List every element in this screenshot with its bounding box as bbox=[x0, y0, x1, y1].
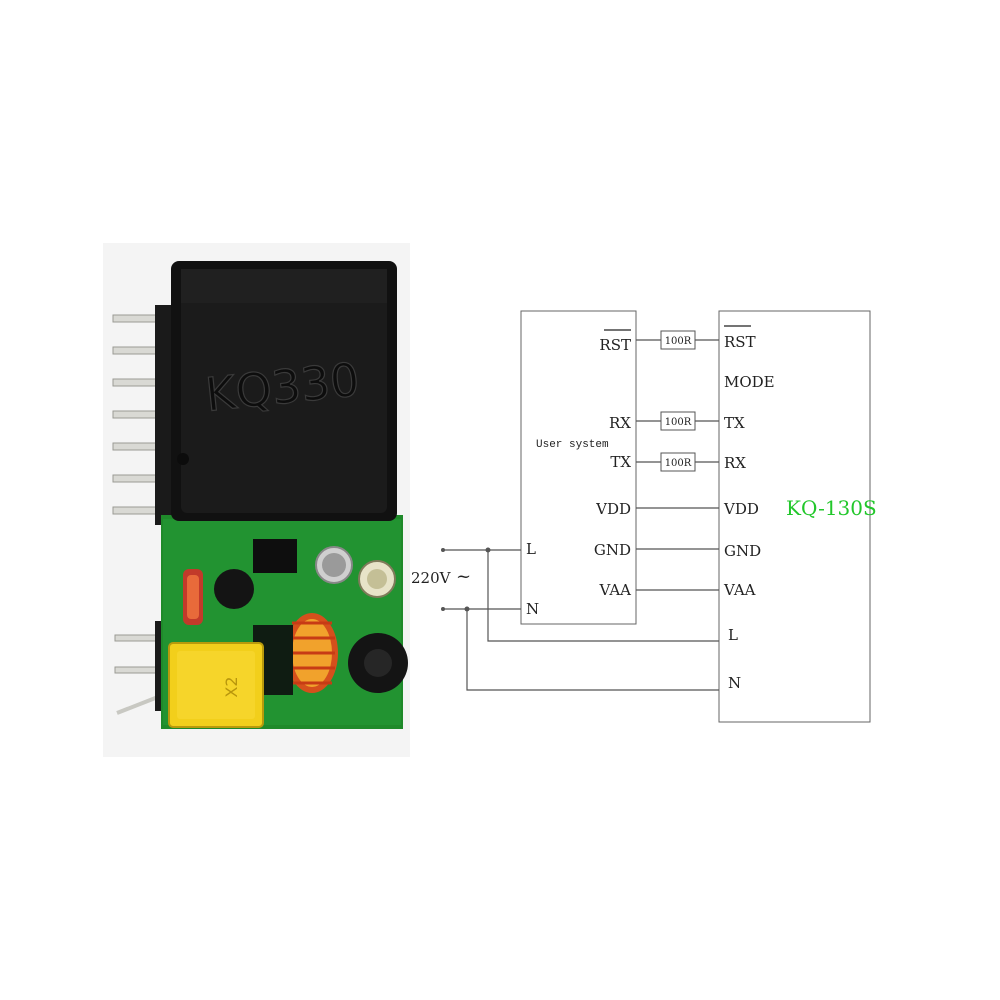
user-pin-l: L bbox=[526, 540, 536, 558]
user-pin-rst: RST bbox=[599, 336, 631, 354]
kq-130s-label: KQ-130S bbox=[786, 496, 877, 520]
module-pin-rx: RX bbox=[724, 454, 746, 472]
module-pin-l: L bbox=[728, 626, 738, 644]
mains-l-terminal bbox=[441, 548, 445, 552]
module-pin-tx: TX bbox=[724, 414, 745, 432]
x2-capacitor: X2 bbox=[168, 642, 264, 728]
mains-n-terminal bbox=[441, 607, 445, 611]
user-pin-vaa: VAA bbox=[599, 581, 632, 599]
capacitor-marking: X2 bbox=[222, 676, 241, 697]
mains-n-to-module bbox=[466, 609, 719, 691]
header-pins-top bbox=[112, 305, 175, 525]
module-pin-vdd: VDD bbox=[723, 500, 759, 518]
user-pin-tx: TX bbox=[610, 453, 631, 471]
user-system-label: User system bbox=[536, 439, 609, 451]
junction-n bbox=[464, 606, 470, 612]
module-pin-rst: RST bbox=[724, 333, 756, 351]
resistor-rst-value: 100R bbox=[665, 336, 692, 347]
user-pin-gnd: GND bbox=[594, 541, 631, 559]
resistor-rst: 100R bbox=[660, 330, 696, 350]
module-photo: KQ330 X2 bbox=[103, 243, 410, 757]
user-pin-vdd: VDD bbox=[595, 500, 631, 518]
module-pin-gnd: GND bbox=[724, 542, 761, 560]
module-pin-vaa: VAA bbox=[723, 581, 756, 599]
resistor-tx-value: 100R bbox=[665, 458, 692, 469]
user-system-box bbox=[520, 310, 637, 625]
user-pin-rx: RX bbox=[609, 414, 631, 432]
resistor-tx: 100R bbox=[660, 452, 696, 472]
supply-voltage: 220V bbox=[411, 569, 452, 587]
module-pin-n: N bbox=[728, 674, 741, 692]
user-pin-n: N bbox=[526, 600, 539, 618]
supply-ac-symbol: ~ bbox=[456, 566, 471, 587]
mains-l-to-module bbox=[487, 550, 719, 642]
resistor-rx-value: 100R bbox=[665, 417, 692, 428]
transformer-block: KQ330 bbox=[171, 261, 397, 521]
module-pin-mode: MODE bbox=[724, 373, 775, 391]
resistor-rx: 100R bbox=[660, 411, 696, 431]
pcb-components bbox=[183, 539, 408, 695]
kq-130s-box bbox=[718, 310, 871, 723]
junction-l bbox=[485, 547, 491, 553]
